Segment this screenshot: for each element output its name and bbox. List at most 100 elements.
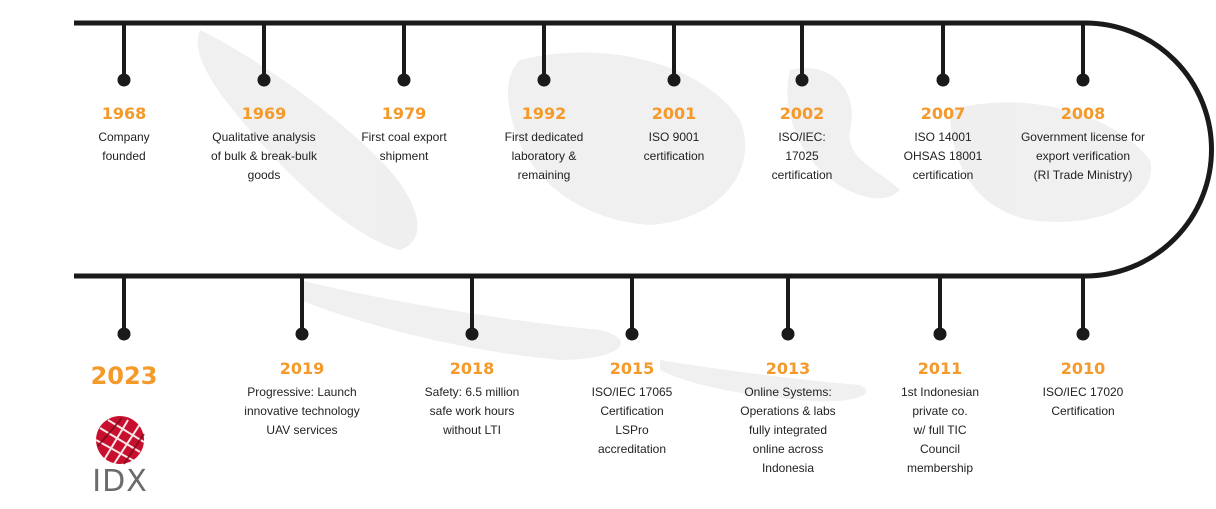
event-description-line: OHSAS 18001 <box>903 149 983 163</box>
event-description-line: Safety: 6.5 million <box>424 385 520 399</box>
event-description-line: fully integrated <box>748 423 828 437</box>
event-description-line: w/ full TIC <box>913 423 967 437</box>
event-description: ISO/IEC: 17025 certification <box>727 128 877 185</box>
event-year: 2002 <box>779 104 825 123</box>
event-description-line: Progressive: Launch <box>247 385 357 399</box>
background-map <box>197 30 1152 402</box>
event-description-line: Qualitative analysis <box>212 130 316 144</box>
event-description-line: UAV services <box>266 423 338 437</box>
event-description-line: of bulk & break-bulk <box>210 149 318 163</box>
idx-logo-mark <box>95 416 145 465</box>
tick-2015-marker <box>625 327 639 341</box>
event-description-line: goods <box>247 168 281 182</box>
event-description-line: certification <box>912 168 974 182</box>
idx-logo <box>95 416 145 465</box>
event-description-line: online across <box>752 442 824 456</box>
tick-2008-marker <box>1076 73 1090 87</box>
event-description-line: Company <box>98 130 150 144</box>
event-description-line: certification <box>771 168 833 182</box>
event-description-line: First dedicated <box>504 130 584 144</box>
event-description-line: 17025 <box>785 149 819 163</box>
event-description: Government license for export verificatio… <box>1008 128 1158 185</box>
event-description-line: Operations & labs <box>740 404 836 418</box>
event-description-line: safe work hours <box>429 404 515 418</box>
event-year: 2008 <box>1060 104 1106 123</box>
event-description-line: remaining <box>517 168 571 182</box>
tick-1992-marker <box>537 73 551 87</box>
tick-2001-marker <box>667 73 681 87</box>
event-description-line: ISO 14001 <box>914 130 972 144</box>
event-year: 2010 <box>1060 359 1106 378</box>
event-description-line: ISO/IEC: <box>778 130 826 144</box>
tick-2011-marker <box>933 327 947 341</box>
timeline-event-2023: 2023 <box>49 361 199 391</box>
tick-1968-marker <box>117 73 131 87</box>
timeline-event-2011: 2011 1st Indonesian private co. w/ full TIC… <box>865 359 1015 478</box>
event-year: 2023 <box>90 362 158 390</box>
idx-logo-text: IDX <box>92 464 148 499</box>
map-landmass-kalimantan <box>508 52 746 225</box>
event-description-line: Online Systems: <box>744 385 832 399</box>
event-year: 2018 <box>449 359 495 378</box>
event-description-line: accreditation <box>597 442 667 456</box>
tick-2007-marker <box>936 73 950 87</box>
event-description-line: Certification <box>1051 404 1115 418</box>
tick-2002-marker <box>795 73 809 87</box>
event-description-line: shipment <box>379 149 429 163</box>
event-description-line: membership <box>906 461 974 475</box>
event-description-line: First coal export <box>361 130 447 144</box>
timeline-curve <box>1084 20 1214 279</box>
event-description-line: laboratory & <box>511 149 577 163</box>
event-description-line: ISO/IEC 17020 <box>1042 385 1124 399</box>
event-year: 1968 <box>101 104 147 123</box>
event-year: 1992 <box>521 104 567 123</box>
event-description: 1st Indonesian private co. w/ full TIC Coun… <box>865 383 1015 478</box>
map-landmass-sulawesi <box>787 68 900 199</box>
event-year: 2001 <box>651 104 697 123</box>
event-year: 2019 <box>279 359 325 378</box>
event-description-line: certification <box>643 149 705 163</box>
tick-2010-marker <box>1076 327 1090 341</box>
map-landmass-sumatra <box>197 30 418 250</box>
event-description: Qualitative analysis of bulk & break-bulk… <box>189 128 339 185</box>
event-description-line: Government license for <box>1020 130 1146 144</box>
event-year: 2015 <box>609 359 655 378</box>
event-description-line: Certification <box>600 404 664 418</box>
event-description: Progressive: Launch innovative technology… <box>227 383 377 440</box>
tick-1969-marker <box>257 73 271 87</box>
map-landmass-java <box>300 280 621 360</box>
event-year: 1969 <box>241 104 287 123</box>
event-description-line: innovative technology <box>244 404 360 418</box>
event-year: 2011 <box>917 359 963 378</box>
event-description: ISO 9001 certification <box>599 128 749 166</box>
event-description-line: (RI Trade Ministry) <box>1033 168 1133 182</box>
event-description-line: 1st Indonesian <box>900 385 980 399</box>
event-description-line: founded <box>102 149 146 163</box>
event-description-line: ISO/IEC 17065 <box>591 385 673 399</box>
event-year: 1979 <box>381 104 427 123</box>
event-description-line: ISO 9001 <box>648 130 700 144</box>
event-description-line: export verification <box>1035 149 1131 163</box>
event-description-line: Council <box>919 442 961 456</box>
map-landmass-papua <box>950 102 1152 222</box>
tick-2013-marker <box>781 327 795 341</box>
event-year: 2007 <box>920 104 966 123</box>
event-description: Online Systems: Operations & labs fully in… <box>713 383 863 478</box>
event-description-line: private co. <box>912 404 968 418</box>
